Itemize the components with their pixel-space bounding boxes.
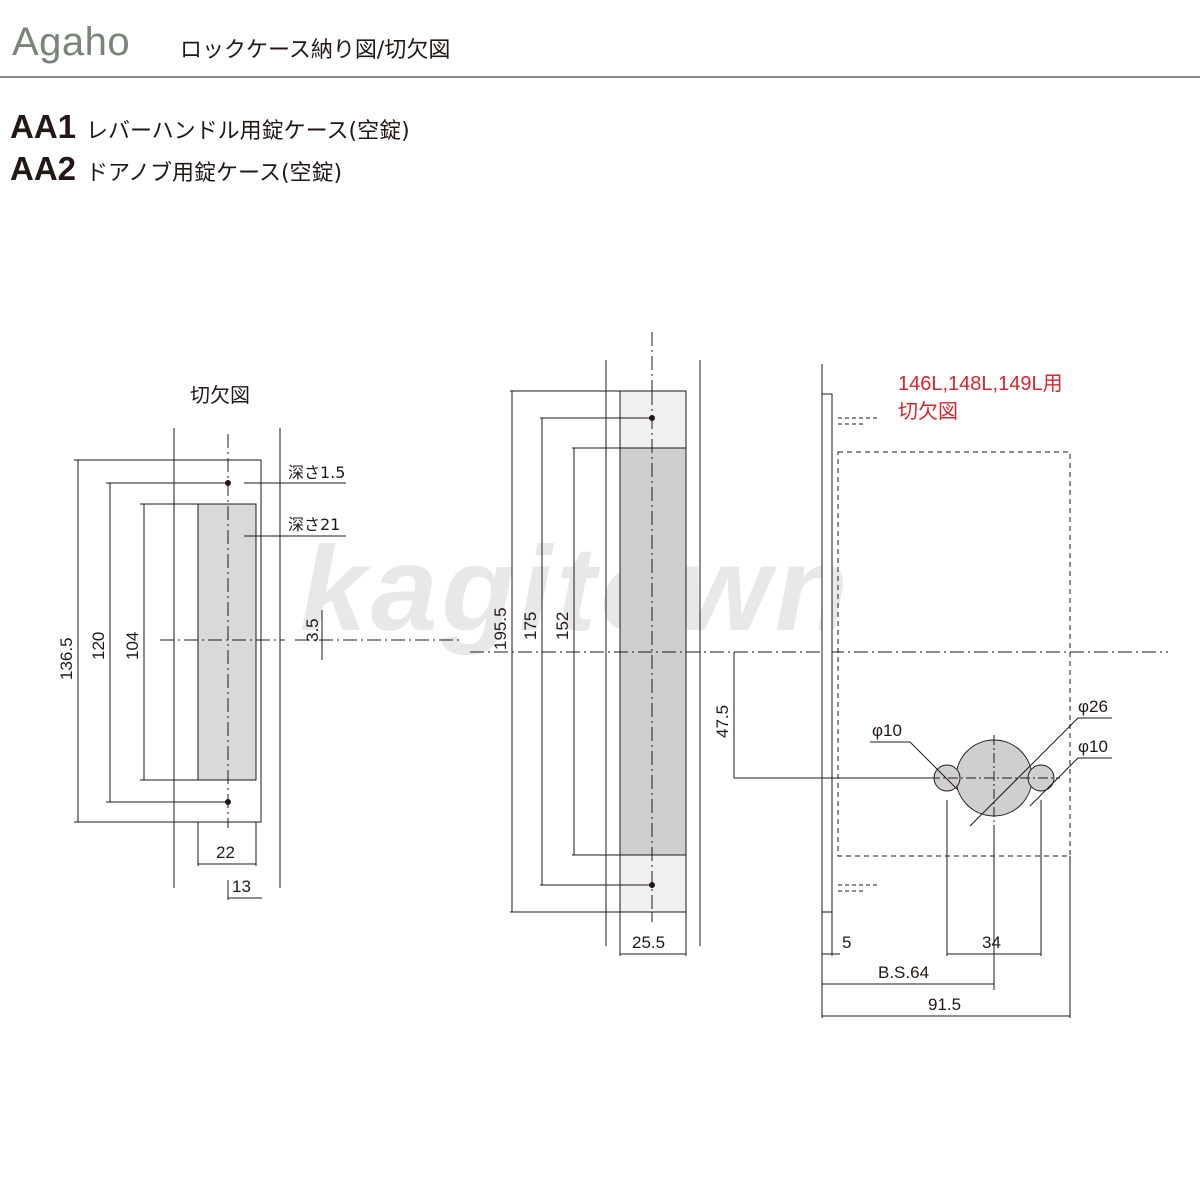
cutout-view [74,428,460,900]
dim-backset: B.S.64 [878,963,929,982]
dim-dia-small-right: φ10 [1078,737,1108,756]
side-note-line1: 146L,148L,149L用 [898,373,1063,395]
dim-front-height-case: 152 [553,612,572,640]
dim-depth: 91.5 [928,995,961,1014]
dim-faceplate: 5 [842,933,851,952]
depth-shallow-label: 深さ1.5 [288,463,345,482]
dim-hole-spacing: 34 [982,933,1001,952]
dim-cutout-half-width: 13 [232,877,251,896]
brand-logo: Agaho [12,20,131,64]
depth-deep-label: 深さ21 [288,515,340,534]
cutout-title: 切欠図 [190,383,250,407]
dim-cutout-offset: 3.5 [303,618,322,642]
dim-cutout-pocket-width: 22 [216,843,235,862]
dim-center-offset: 47.5 [713,705,732,738]
dim-cutout-height-pocket: 104 [123,632,142,660]
dim-cutout-height-screw: 120 [89,632,108,660]
dim-front-width: 25.5 [632,933,665,952]
page-subtitle: ロックケース納り図/切欠図 [180,38,451,63]
model-aa2: AA2 ドアノブ用錠ケース(空錠) [10,150,342,188]
side-view [733,364,1112,1018]
front-view [510,332,701,956]
side-note-line2: 切欠図 [898,399,958,423]
dim-cutout-height-total: 136.5 [57,637,76,680]
model-aa1: AA1 レバーハンドル用錠ケース(空錠) [10,108,410,146]
model-code: AA2 [10,150,77,187]
model-description: ドアノブ用錠ケース(空錠) [86,161,343,186]
model-description: レバーハンドル用錠ケース(空錠) [86,119,410,144]
model-code: AA1 [10,108,77,145]
dim-front-height-total: 195.5 [491,607,510,650]
dim-dia-large: φ26 [1078,697,1108,716]
dim-front-height-screw: 175 [521,612,540,640]
header-divider [0,76,1200,78]
dim-dia-small-left: φ10 [872,721,902,740]
